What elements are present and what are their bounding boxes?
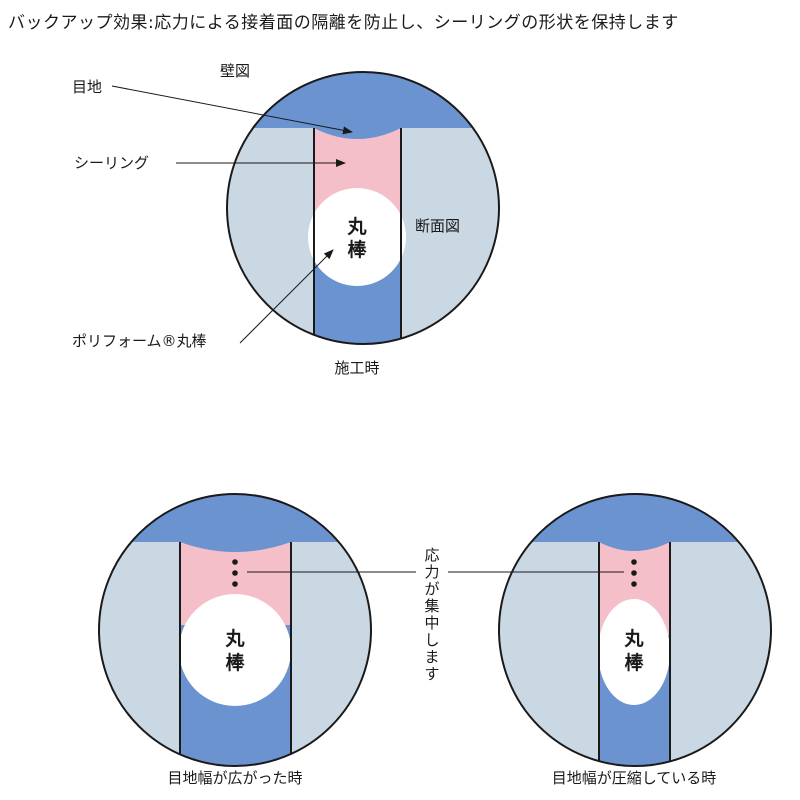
rod-label-1: 丸 bbox=[623, 628, 644, 650]
wall-view-label: 壁図 bbox=[220, 62, 250, 80]
backer-rod bbox=[598, 599, 670, 705]
stress-char: 応 bbox=[424, 546, 439, 564]
stress-char: が bbox=[424, 580, 439, 598]
stress-dot bbox=[631, 581, 637, 587]
joint-leader bbox=[111, 85, 353, 135]
stress-char: す bbox=[424, 665, 439, 683]
stress-dot bbox=[232, 581, 238, 587]
sealing-label: シーリング bbox=[74, 154, 149, 172]
stress-dot bbox=[631, 559, 637, 565]
wall-face bbox=[99, 494, 371, 542]
stress-char: し bbox=[424, 631, 439, 649]
stress-char: 力 bbox=[424, 563, 439, 581]
stress-dot bbox=[631, 570, 637, 576]
left-panel-section bbox=[99, 542, 180, 766]
widened-caption: 目地幅が広がった時 bbox=[167, 769, 302, 787]
rod-label-1: 丸 bbox=[224, 628, 245, 650]
stress-char: ま bbox=[424, 648, 439, 666]
install-diagram: 丸 棒 壁図 断面図 目地 シーリング ポリフォーム®丸棒 施工時 bbox=[72, 62, 500, 377]
stress-dot bbox=[232, 559, 238, 565]
stress-dot bbox=[232, 570, 238, 576]
backer-rod bbox=[308, 188, 406, 286]
backer-rod bbox=[179, 594, 291, 706]
circle-outline bbox=[226, 71, 500, 345]
rod-label-2: 棒 bbox=[225, 651, 245, 674]
backer-label: ポリフォーム®丸棒 bbox=[72, 332, 207, 350]
stress-callout: 応 力 が 集 中 し ま す bbox=[247, 546, 624, 683]
rod-label-2: 棒 bbox=[624, 651, 644, 674]
circle-outline bbox=[98, 493, 372, 767]
right-panel-section bbox=[291, 542, 371, 766]
page-title: バックアップ効果:応力による接着面の隔離を防止し、シーリングの形状を保持します bbox=[8, 13, 679, 33]
circle-outline bbox=[498, 493, 772, 767]
stress-char: 中 bbox=[424, 614, 439, 632]
section-view-label: 断面図 bbox=[415, 217, 460, 235]
rod-label-2: 棒 bbox=[347, 238, 367, 261]
install-caption: 施工時 bbox=[334, 359, 379, 377]
compressed-caption: 目地幅が圧縮している時 bbox=[552, 769, 717, 787]
joint-label: 目地 bbox=[72, 78, 102, 96]
compressed-diagram: 丸 棒 目地幅が圧縮している時 bbox=[498, 493, 772, 787]
backer-leader bbox=[239, 249, 334, 344]
wall-face bbox=[499, 494, 771, 542]
wall-face bbox=[227, 72, 499, 128]
rod-label-1: 丸 bbox=[346, 216, 367, 238]
widened-diagram: 丸 棒 目地幅が広がった時 bbox=[98, 493, 372, 787]
stress-char: 集 bbox=[424, 597, 439, 615]
